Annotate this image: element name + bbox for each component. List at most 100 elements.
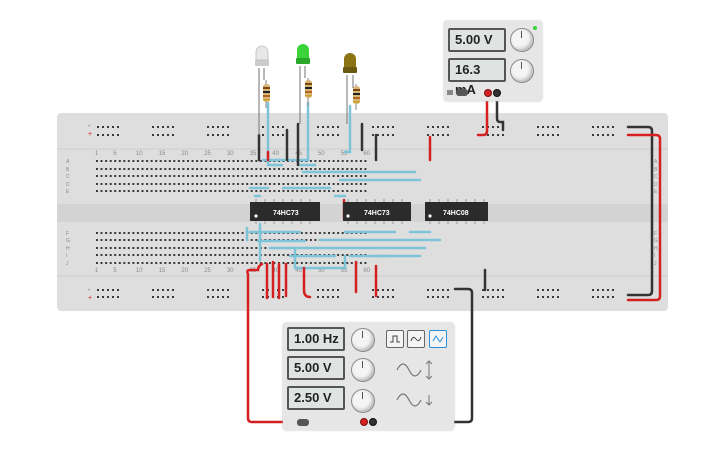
- breadboard-hole[interactable]: [327, 289, 329, 291]
- breadboard-hole[interactable]: [118, 183, 121, 185]
- breadboard-hole[interactable]: [114, 239, 117, 241]
- breadboard-hole[interactable]: [191, 175, 194, 177]
- breadboard-hole[interactable]: [223, 190, 226, 192]
- breadboard-hole[interactable]: [323, 168, 326, 170]
- breadboard-hole[interactable]: [305, 190, 308, 192]
- breadboard-hole[interactable]: [273, 168, 276, 170]
- breadboard-hole[interactable]: [102, 289, 104, 291]
- breadboard-hole[interactable]: [167, 296, 169, 298]
- breadboard-hole[interactable]: [141, 160, 144, 162]
- breadboard-hole[interactable]: [227, 160, 230, 162]
- breadboard-hole[interactable]: [107, 134, 109, 136]
- breadboard-hole[interactable]: [167, 289, 169, 291]
- breadboard-hole[interactable]: [173, 247, 176, 249]
- breadboard-hole[interactable]: [537, 296, 539, 298]
- breadboard-hole[interactable]: [341, 262, 344, 264]
- breadboard-hole[interactable]: [117, 126, 119, 128]
- breadboard-hole[interactable]: [432, 134, 434, 136]
- breadboard-hole[interactable]: [432, 296, 434, 298]
- breadboard-hole[interactable]: [136, 160, 139, 162]
- breadboard-hole[interactable]: [173, 190, 176, 192]
- breadboard-hole[interactable]: [100, 168, 103, 170]
- breadboard-hole[interactable]: [214, 262, 217, 264]
- breadboard-hole[interactable]: [100, 262, 103, 264]
- breadboard-hole[interactable]: [177, 175, 180, 177]
- triangle-wave-button[interactable]: [407, 330, 425, 348]
- breadboard-hole[interactable]: [136, 232, 139, 234]
- breadboard-hole[interactable]: [250, 247, 253, 249]
- breadboard-hole[interactable]: [136, 254, 139, 256]
- power-supply[interactable]: 5.00 V 16.3 mA: [444, 21, 542, 101]
- breadboard-hole[interactable]: [597, 134, 599, 136]
- breadboard-hole[interactable]: [218, 183, 221, 185]
- breadboard-hole[interactable]: [141, 239, 144, 241]
- breadboard-hole[interactable]: [317, 134, 319, 136]
- breadboard-hole[interactable]: [157, 296, 159, 298]
- breadboard-hole[interactable]: [268, 190, 271, 192]
- breadboard-hole[interactable]: [146, 262, 149, 264]
- breadboard-hole[interactable]: [187, 232, 189, 234]
- breadboard-hole[interactable]: [255, 254, 258, 256]
- breadboard-hole[interactable]: [282, 296, 284, 298]
- breadboard-hole[interactable]: [196, 160, 199, 162]
- breadboard-hole[interactable]: [332, 289, 334, 291]
- breadboard-hole[interactable]: [136, 262, 139, 264]
- breadboard-hole[interactable]: [132, 254, 135, 256]
- breadboard-hole[interactable]: [164, 262, 167, 264]
- breadboard-hole[interactable]: [437, 134, 439, 136]
- breadboard-hole[interactable]: [123, 183, 126, 185]
- breadboard-hole[interactable]: [212, 296, 214, 298]
- breadboard-hole[interactable]: [359, 168, 362, 170]
- breadboard-hole[interactable]: [350, 168, 353, 170]
- breadboard-hole[interactable]: [157, 126, 159, 128]
- breadboard-hole[interactable]: [196, 262, 199, 264]
- breadboard-hole[interactable]: [182, 168, 185, 170]
- breadboard-hole[interactable]: [273, 183, 276, 185]
- breadboard-hole[interactable]: [96, 175, 98, 177]
- breadboard-hole[interactable]: [218, 190, 221, 192]
- breadboard-hole[interactable]: [109, 232, 112, 234]
- breadboard-hole[interactable]: [318, 168, 321, 170]
- breadboard-hole[interactable]: [150, 262, 153, 264]
- breadboard-hole[interactable]: [250, 183, 253, 185]
- breadboard-hole[interactable]: [182, 254, 185, 256]
- breadboard-hole[interactable]: [191, 168, 194, 170]
- breadboard-hole[interactable]: [100, 183, 103, 185]
- blue-wires[interactable]: [245, 101, 442, 270]
- breadboard-hole[interactable]: [447, 296, 449, 298]
- breadboard-hole[interactable]: [127, 262, 130, 264]
- breadboard-hole[interactable]: [328, 183, 330, 185]
- breadboard-hole[interactable]: [557, 134, 559, 136]
- breadboard-hole[interactable]: [246, 254, 249, 256]
- chip-74HC08[interactable]: 74HC08: [425, 199, 488, 224]
- breadboard-hole[interactable]: [305, 239, 308, 241]
- breadboard-hole[interactable]: [200, 262, 203, 264]
- breadboard-hole[interactable]: [250, 160, 253, 162]
- breadboard-hole[interactable]: [200, 239, 203, 241]
- breadboard-hole[interactable]: [232, 175, 235, 177]
- breadboard-hole[interactable]: [223, 247, 226, 249]
- breadboard-hole[interactable]: [150, 175, 153, 177]
- breadboard-hole[interactable]: [209, 190, 212, 192]
- breadboard-hole[interactable]: [487, 134, 489, 136]
- breadboard-hole[interactable]: [337, 232, 340, 234]
- breadboard-hole[interactable]: [447, 289, 449, 291]
- breadboard-hole[interactable]: [377, 289, 379, 291]
- breadboard-hole[interactable]: [168, 168, 171, 170]
- breadboard-hole[interactable]: [191, 254, 194, 256]
- breadboard-hole[interactable]: [117, 289, 119, 291]
- breadboard-hole[interactable]: [607, 296, 609, 298]
- breadboard-hole[interactable]: [118, 160, 121, 162]
- breadboard-hole[interactable]: [97, 296, 99, 298]
- breadboard-hole[interactable]: [97, 134, 99, 136]
- breadboard-hole[interactable]: [259, 175, 262, 177]
- breadboard-hole[interactable]: [196, 239, 199, 241]
- breadboard-hole[interactable]: [155, 183, 158, 185]
- breadboard-hole[interactable]: [497, 289, 499, 291]
- breadboard-hole[interactable]: [246, 168, 249, 170]
- breadboard-hole[interactable]: [96, 232, 98, 234]
- breadboard-hole[interactable]: [287, 190, 290, 192]
- breadboard-hole[interactable]: [214, 254, 217, 256]
- breadboard-hole[interactable]: [341, 190, 344, 192]
- breadboard-hole[interactable]: [123, 239, 126, 241]
